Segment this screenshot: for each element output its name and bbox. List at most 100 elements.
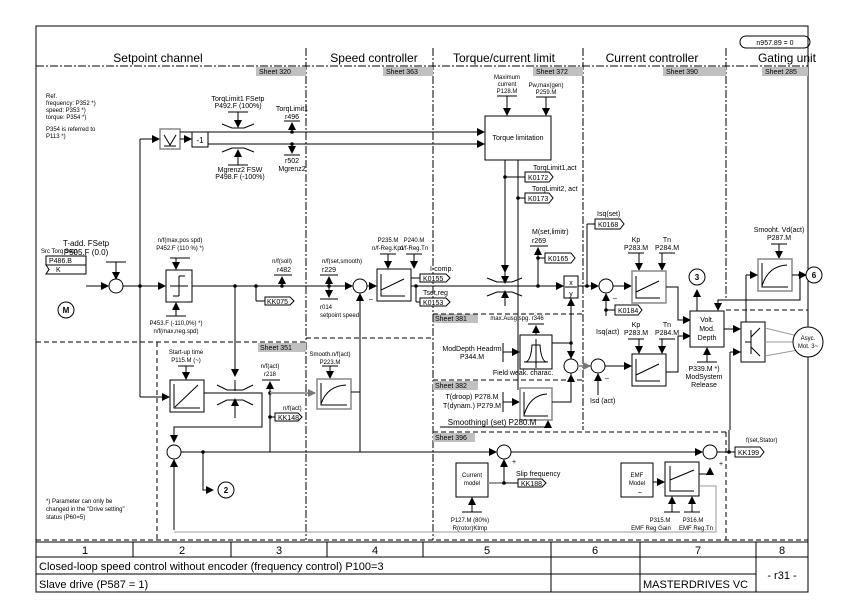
svg-text:Current: Current <box>462 473 482 479</box>
svg-text:KK199: KK199 <box>738 450 759 457</box>
k0173-connector <box>524 192 554 204</box>
field-weak-label: Field weak. charac. <box>493 370 553 377</box>
svg-text:Asyc.: Asyc. <box>801 336 816 342</box>
k0172-connector <box>524 171 554 183</box>
pw-max-param: P259.M <box>536 90 557 96</box>
section-title-speed: Speed controller <box>330 51 417 65</box>
async-motor <box>792 326 824 358</box>
smooth-nact-label: Smooth.n/f(act) <box>309 352 350 358</box>
max-pos-speed-param: P452.F (110 %) *) <box>156 246 204 252</box>
svg-text:Depth: Depth <box>698 335 717 342</box>
tn-param: P240.M <box>404 238 425 244</box>
svg-text:status (P60=5): status (P60=5) <box>46 515 85 521</box>
rotor-resistance-label: R(rotor)Ktmp <box>453 526 488 532</box>
svg-text:P486.B: P486.B <box>49 258 72 265</box>
tn-d-param: P284.M <box>655 330 679 337</box>
t-droop-param: T(droop) P278.M <box>446 394 499 401</box>
column-6: 6 <box>592 545 598 557</box>
diagram-title: Closed-loop speed control without encode… <box>39 561 384 573</box>
mset-limitr-label: M(set,limitr) <box>532 229 569 236</box>
inverter-block <box>740 321 766 363</box>
vd-smoothing-block <box>757 258 793 292</box>
r502-readout: r502 <box>285 158 299 165</box>
svg-text:2: 2 <box>224 486 229 495</box>
svg-text:*) Parameter can only be: *) Parameter can only be <box>46 499 113 505</box>
kp-d-param: P283.M <box>624 330 648 337</box>
t-dynam-param: T(dynam.) P279.M <box>443 403 501 410</box>
torq-limit1-param: P492.F (100%) <box>214 103 261 110</box>
setpoint-speed-label: setpoint speed <box>320 313 359 319</box>
negate-label: -1 <box>196 136 204 145</box>
i-comp-label: I-comp. <box>430 266 453 273</box>
connector-3 <box>688 268 706 286</box>
sum-junction-torque-add <box>108 278 124 294</box>
mod-system-label: ModSystem <box>686 374 723 381</box>
sheet-396-label: Sheet 396 <box>435 435 467 442</box>
r229-readout: r229 <box>322 267 336 274</box>
section-title-torque: Torque/current limit <box>453 51 556 65</box>
svg-text:K0168: K0168 <box>598 222 618 229</box>
sheet-351-label: Sheet 351 <box>260 345 292 352</box>
connector-2 <box>217 481 235 499</box>
sum-junction-nact <box>166 444 182 460</box>
mgrenz2-readout-label: Mgrenz2 <box>278 166 305 173</box>
tn-label: n/f-Reg.Tn <box>400 246 428 252</box>
svg-text:KK075: KK075 <box>267 299 288 306</box>
svg-text:–: – <box>369 296 373 303</box>
status-badge: n957.89 = 0 <box>739 35 811 49</box>
sheet-382-label: Sheet 382 <box>435 383 467 390</box>
sum-junction-isq <box>598 278 614 294</box>
tn-q-label: Tn <box>663 237 671 244</box>
max-neg-speed-label: n/f(max,neg.spd) <box>153 329 198 335</box>
p339-param: P339.M *) <box>688 366 719 373</box>
badge-text: n957.89 = 0 <box>756 40 793 47</box>
kp-d-label: Kp <box>632 322 641 329</box>
max-neg-speed-param: P453.F (-110,0%) *) <box>150 321 203 327</box>
svg-text:Volt.: Volt. <box>700 317 714 324</box>
nact-connector-label: n/f(act) <box>283 406 302 412</box>
svg-text:+: + <box>719 461 723 468</box>
diagram-subtitle: Slave drive (P587 = 1) <box>39 579 148 591</box>
svg-text:–: – <box>605 375 609 382</box>
svg-text:K0184: K0184 <box>618 308 638 315</box>
r496-readout: r496 <box>285 114 299 121</box>
k0155-connector <box>419 273 451 283</box>
max-current-label2: current <box>498 82 517 88</box>
r014-readout: r014 <box>320 305 333 311</box>
startup-time-label: Start-up time <box>169 350 204 356</box>
torque-smoothing-block <box>519 387 553 421</box>
emf-reg-gain-label: EMF Reg Gain <box>631 526 671 532</box>
connector-6 <box>805 266 823 284</box>
kk188-connector <box>517 478 547 488</box>
svg-text:K0153: K0153 <box>423 300 443 307</box>
column-5: 5 <box>484 545 490 557</box>
kk075-connector <box>264 296 295 306</box>
column-8: 8 <box>779 545 785 557</box>
reference-note: Ref. frequency: P352 *) speed: P353 *) t… <box>46 94 96 140</box>
svg-text:model: model <box>464 481 480 487</box>
p315-param: P315.M <box>650 518 671 524</box>
max-pos-speed-label: n/f(max,pos spd) <box>158 238 203 244</box>
svg-text:changed in the "Drive setting": changed in the "Drive setting" <box>46 507 125 513</box>
svg-text:P354 is referred to: P354 is referred to <box>46 127 96 133</box>
kp1-label: n/f-Reg.Kp1 <box>372 246 405 252</box>
emf-model-block <box>620 462 654 498</box>
tn-d-label: Tn <box>663 322 671 329</box>
mgrenz2-label: Mgrenz2 FSW <box>218 167 263 174</box>
sum-junction-isd <box>590 358 606 374</box>
pw-max-label: Pw,max(gen) <box>528 83 563 89</box>
svg-text:M: M <box>63 306 70 315</box>
sheet-372-label: Sheet 372 <box>536 69 568 76</box>
mgrenz2-param: P498.F (-100%) <box>215 174 264 181</box>
svg-text:Ref.: Ref. <box>46 94 57 100</box>
kp-q-label: Kp <box>632 237 641 244</box>
svg-text:torque: P354 *): torque: P354 *) <box>46 115 86 121</box>
footnote: *) Parameter can only be changed in the … <box>46 499 125 521</box>
svg-text:y: y <box>569 291 573 298</box>
column-7: 7 <box>695 545 701 557</box>
sheet-381-label: Sheet 381 <box>435 316 467 323</box>
torq-limit1-label: TorqLimit1 FSetp <box>212 96 265 103</box>
emf-pi-controller <box>664 461 700 497</box>
svg-text:K0155: K0155 <box>423 276 443 283</box>
